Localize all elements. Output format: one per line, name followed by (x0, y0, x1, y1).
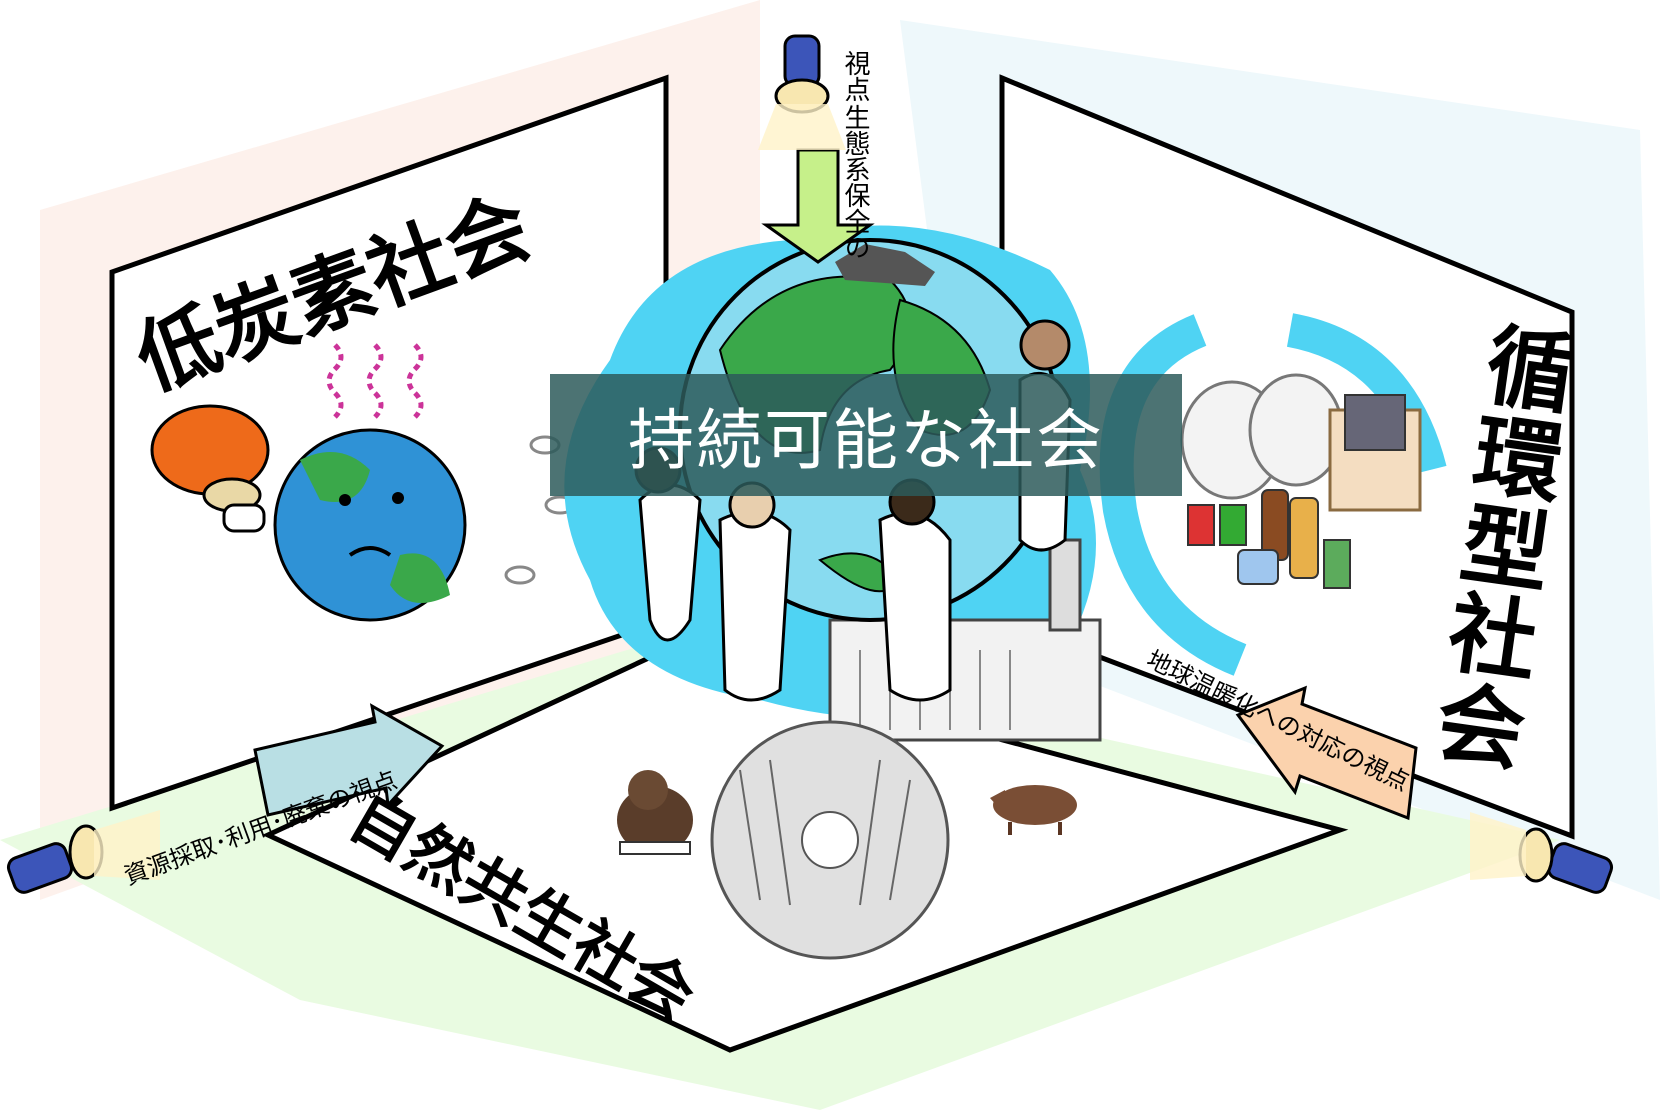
flashlight-top-icon (758, 34, 846, 150)
factory-icon (828, 538, 1102, 742)
monkey-icon (617, 770, 693, 855)
recycling-title: 循 環 型 社 会 (1430, 313, 1582, 784)
recycling-title-char: 循 (1480, 313, 1581, 427)
sustainable-society-text: 持続可能な社会 (628, 402, 1104, 479)
boar-icon (990, 785, 1077, 835)
hot-earth-icon (273, 428, 467, 622)
recyclables-icon (1180, 373, 1422, 589)
top-perspective-text: 生態系保全の 視点 (840, 50, 870, 260)
hand-fan-icon (150, 404, 270, 533)
recycling-title-char: 環 (1467, 403, 1568, 517)
recycling-title-char: 型 (1455, 492, 1556, 606)
heat-waves-icon (326, 343, 424, 419)
recycling-title-char: 会 (1430, 670, 1531, 784)
sustainable-society-label: 持続可能な社会 (550, 374, 1182, 496)
right-arrow (1235, 685, 1418, 821)
top-perspective-line2: 視点 (840, 50, 870, 102)
recycling-title-char: 社 (1442, 581, 1543, 695)
top-arrow (761, 148, 875, 264)
left-arrow (253, 703, 445, 817)
flashlight-right-icon (1470, 812, 1614, 894)
top-perspective-line1: 生態系保全の (840, 104, 870, 260)
flashlight-left-icon (6, 810, 160, 894)
ecosystem-disk-icon (710, 720, 950, 960)
